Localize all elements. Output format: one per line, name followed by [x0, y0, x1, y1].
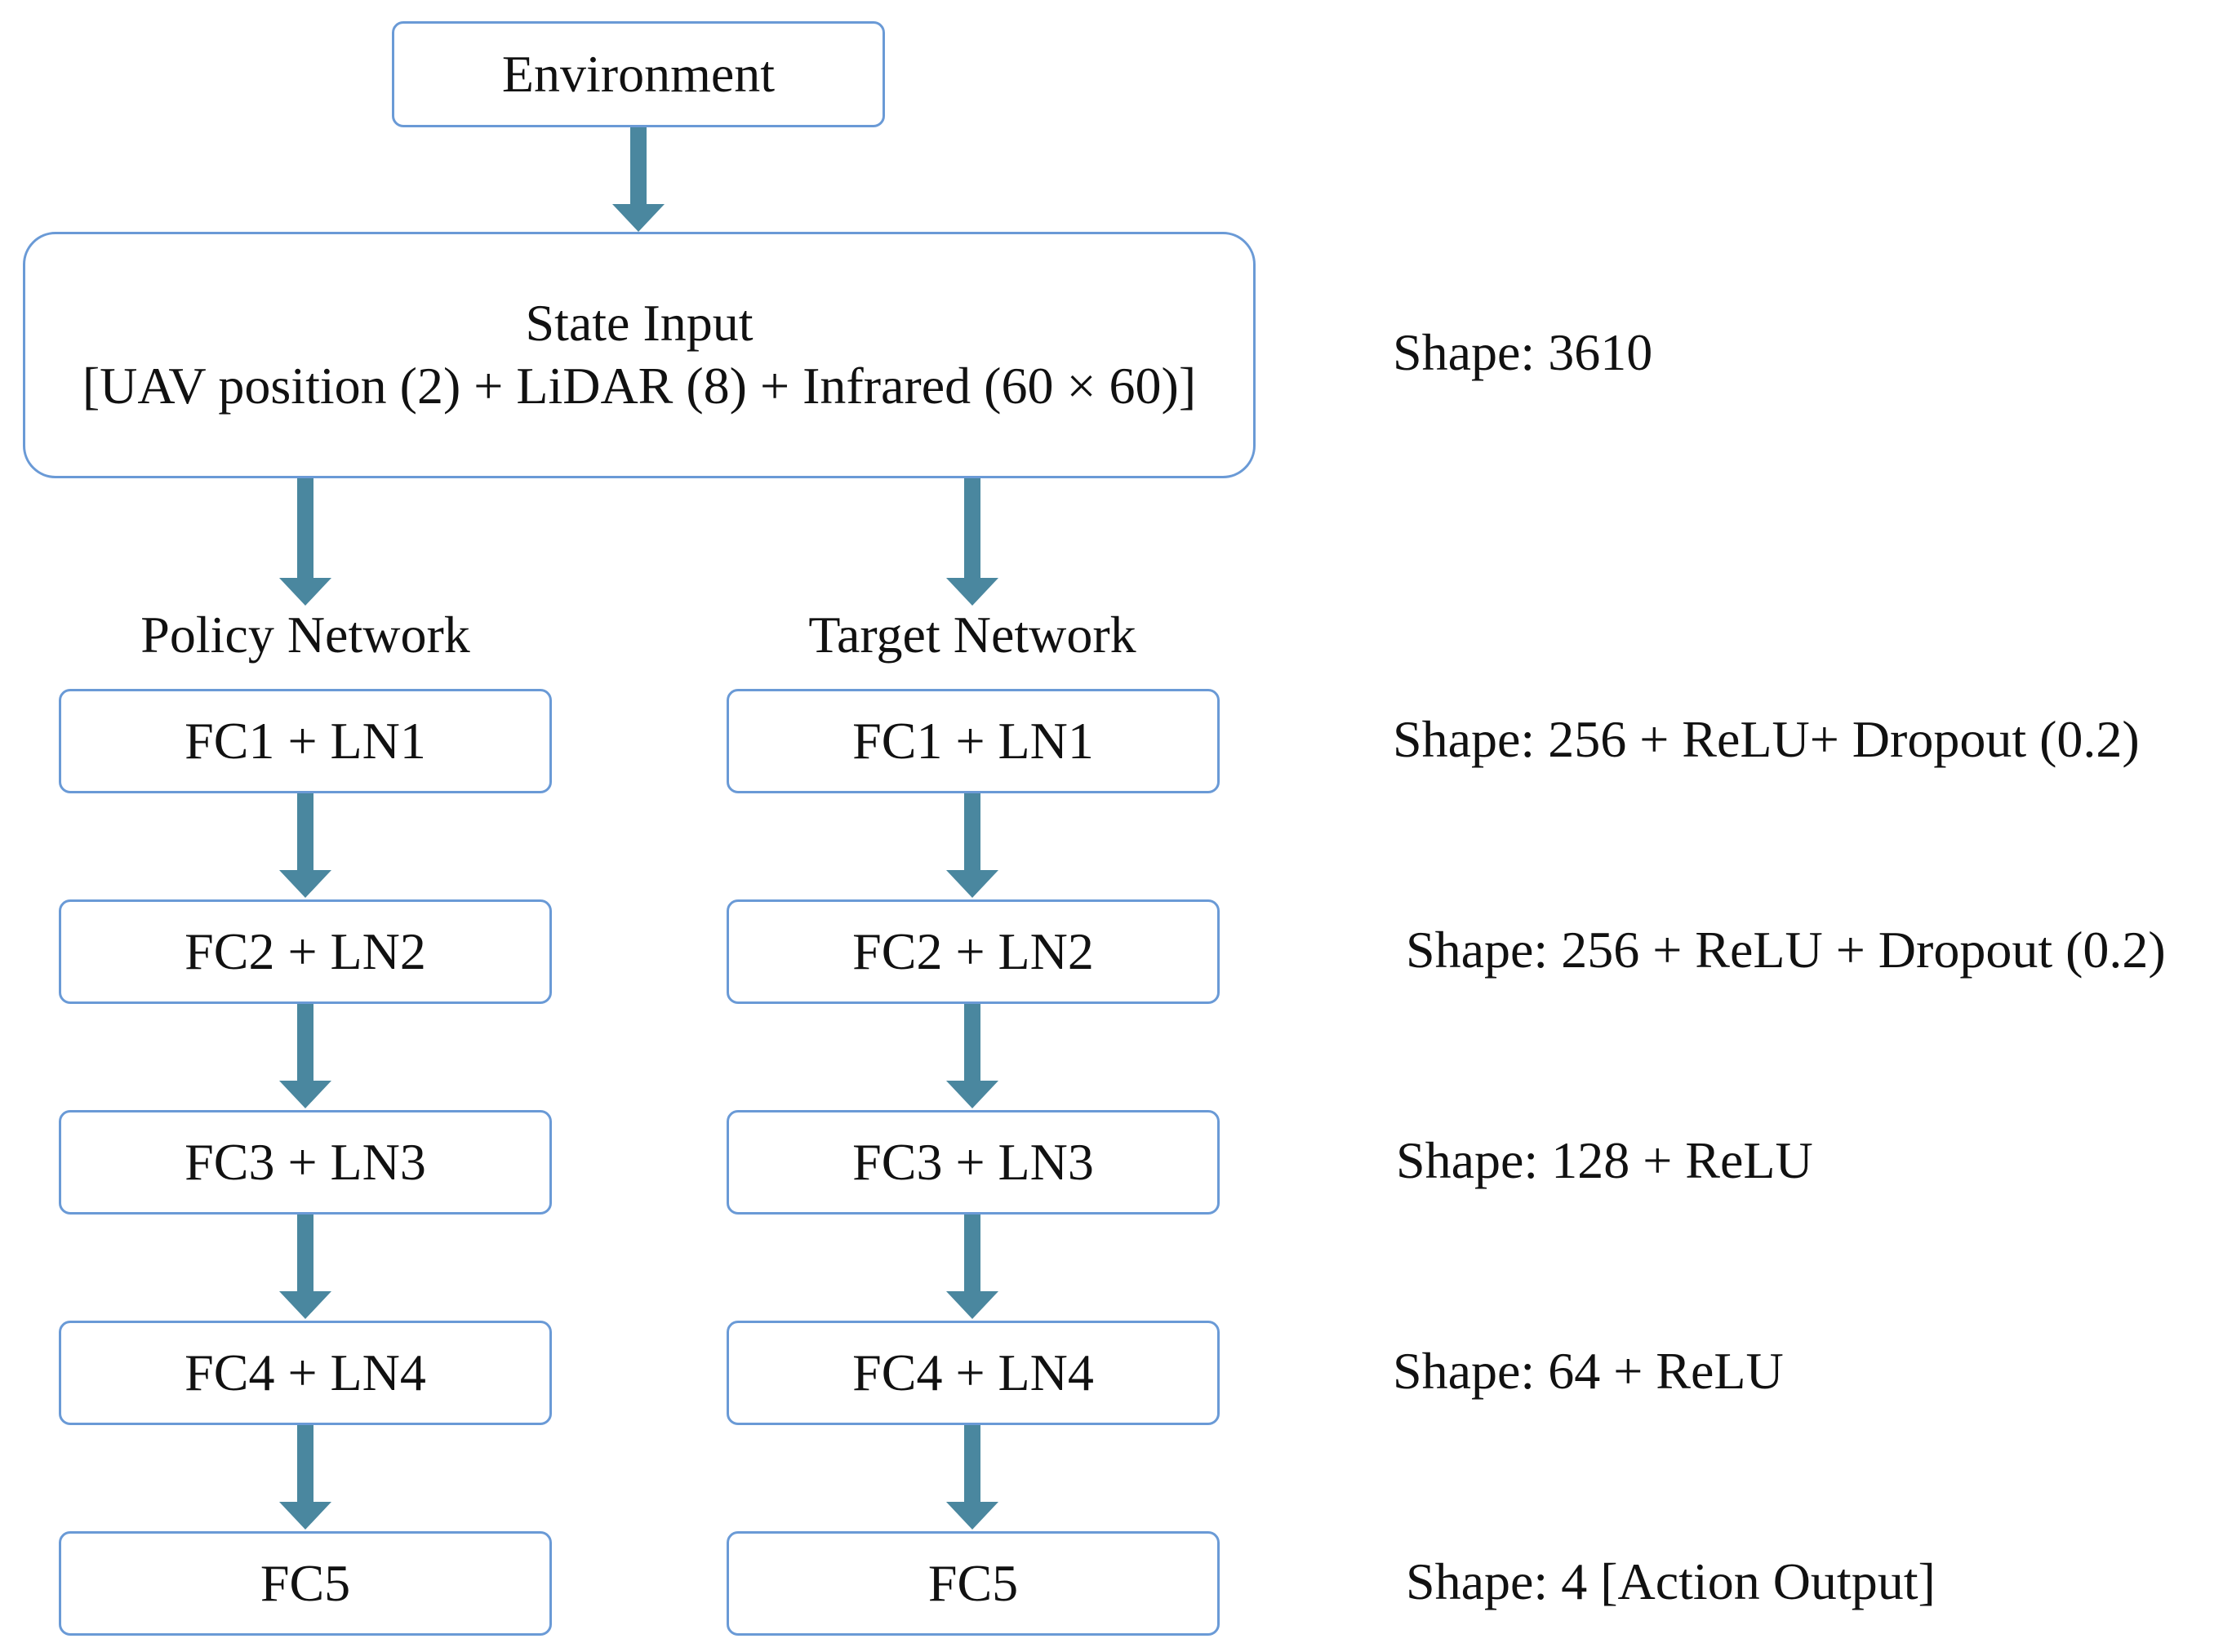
policy-layer-fc5-label: FC5	[260, 1553, 351, 1612]
arrow-state-to-policy	[279, 478, 331, 606]
policy-layer-fc3: FC3 + LN3	[59, 1110, 552, 1215]
target-layer-fc2-label: FC2 + LN2	[852, 921, 1094, 980]
target-layer-fc1-label: FC1 + LN1	[852, 711, 1094, 770]
policy-layer-fc5: FC5	[59, 1531, 552, 1636]
target-network-title: Target Network	[808, 606, 1136, 664]
policy-layer-fc2: FC2 + LN2	[59, 899, 552, 1004]
target-layer-fc5: FC5	[727, 1531, 1220, 1636]
environment-label: Environment	[501, 44, 776, 103]
shape-label-input: Shape: 3610	[1393, 323, 1653, 381]
state-input-detail: [UAV position (2) + LiDAR (8) + Infrared…	[82, 357, 1197, 415]
target-layer-fc2: FC2 + LN2	[727, 899, 1220, 1004]
arrow-policy-fc2-to-fc3	[279, 1004, 331, 1108]
shape-label-layer2: Shape: 256 + ReLU + Dropout (0.2)	[1406, 921, 2166, 979]
target-layer-fc4-label: FC4 + LN4	[852, 1343, 1094, 1401]
shape-label-layer3: Shape: 128 + ReLU	[1396, 1131, 1813, 1189]
arrow-target-fc2-to-fc3	[946, 1004, 998, 1108]
environment-box: Environment	[392, 21, 885, 127]
policy-layer-fc4-label: FC4 + LN4	[185, 1343, 426, 1401]
target-layer-fc3-label: FC3 + LN3	[852, 1132, 1094, 1191]
target-layer-fc5-label: FC5	[927, 1553, 1019, 1612]
policy-layer-fc3-label: FC3 + LN3	[185, 1132, 426, 1191]
policy-layer-fc2-label: FC2 + LN2	[185, 921, 426, 980]
arrow-policy-fc3-to-fc4	[279, 1215, 331, 1319]
state-input-title: State Input	[525, 294, 754, 353]
arrow-target-fc3-to-fc4	[946, 1215, 998, 1319]
state-input-box: State Input [UAV position (2) + LiDAR (8…	[23, 232, 1256, 478]
arrow-environment-to-state	[612, 127, 665, 232]
arrow-target-fc1-to-fc2	[946, 793, 998, 898]
policy-layer-fc4: FC4 + LN4	[59, 1321, 552, 1425]
shape-label-layer5: Shape: 4 [Action Output]	[1406, 1552, 1936, 1610]
target-layer-fc3: FC3 + LN3	[727, 1110, 1220, 1215]
shape-label-layer1: Shape: 256 + ReLU+ Dropout (0.2)	[1393, 710, 2140, 768]
arrow-policy-fc4-to-fc5	[279, 1425, 331, 1530]
policy-layer-fc1: FC1 + LN1	[59, 689, 552, 793]
arrow-target-fc4-to-fc5	[946, 1425, 998, 1530]
shape-label-layer4: Shape: 64 + ReLU	[1393, 1342, 1784, 1400]
arrow-state-to-target	[946, 478, 998, 606]
policy-network-title: Policy Network	[140, 606, 470, 664]
target-layer-fc1: FC1 + LN1	[727, 689, 1220, 793]
arrow-policy-fc1-to-fc2	[279, 793, 331, 898]
target-layer-fc4: FC4 + LN4	[727, 1321, 1220, 1425]
policy-layer-fc1-label: FC1 + LN1	[185, 711, 426, 770]
